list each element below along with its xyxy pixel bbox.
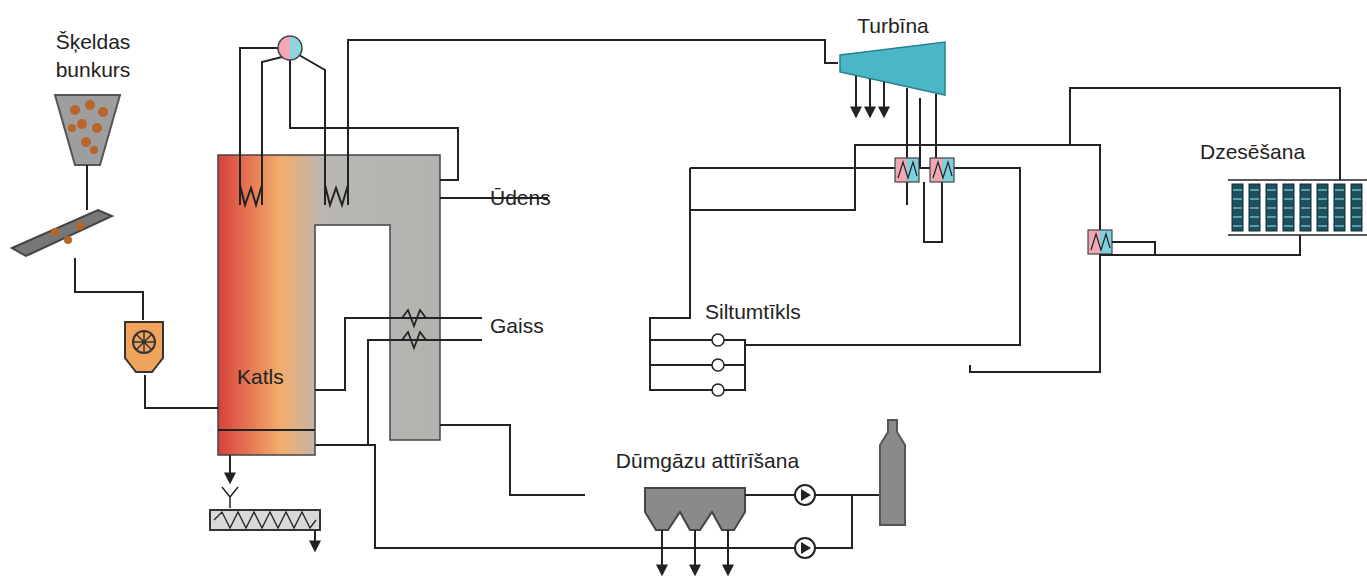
turbine-node: Turbīna [838,10,950,98]
ash-screw [210,510,320,530]
flue-line [745,494,795,496]
superheater-pipe [347,155,349,205]
air-line [368,340,482,445]
node-label: Siltumtīkls [705,298,865,326]
cooler-modules [1232,184,1362,231]
steam-drum [278,36,302,60]
wood-chips [68,100,108,154]
pipe-connector [348,40,838,155]
node-label: Dzesēšana [1200,138,1350,166]
ash-funnel [222,487,238,508]
pipe-connector [970,255,1195,372]
steam-pipe [299,55,325,205]
node-label: Dūmgāzu attīrīšana [585,447,830,475]
feed-line [75,258,143,320]
ash-arrow [314,530,316,550]
heating-network-node: Siltumtīkls [650,168,1020,365]
heat-exchanger [930,158,954,182]
feedwater-pipe [290,60,458,180]
cooling-loop [1195,235,1300,255]
air-line [315,318,482,390]
fan-symbol [795,485,815,505]
pipe-connector [145,375,218,408]
chip-hopper [55,95,120,165]
air-heater-coil [402,332,426,348]
pipe-connector [440,425,585,495]
consumer-lines [650,168,745,390]
riser-pipe [262,57,282,205]
flue-gas-node: Dūmgāzu attīrīšana [585,445,832,584]
stream-label: Gaiss [490,313,544,339]
chip-chute [86,165,88,210]
chip-conveyor [12,210,112,256]
heat-exchanger [1088,230,1112,254]
boiler-node: Katls [218,155,440,455]
air-heater-coil [402,310,426,326]
cooling-loop [1070,88,1340,180]
ash-arrow [229,455,231,482]
flue-line [815,494,882,496]
evaporator-coil [240,185,262,205]
filter-shape [645,488,745,530]
pipe-connector [919,98,921,168]
riser-pipe [240,48,278,205]
superheater-coil [325,185,348,205]
boiler-shape [218,155,440,455]
heating-loop [690,145,1100,230]
hopper-node: Šķeldas bunkurs [10,28,170,375]
node-label: Katls [237,363,317,391]
cooling-node: Dzesēšana [1195,130,1367,255]
stack-shape [880,420,905,525]
node-label: Turbīna [838,12,948,40]
node-label: Šķeldas bunkurs [43,28,143,84]
fan-symbol [795,538,815,558]
rotary-feeder [125,322,163,372]
stream-label: Ūdens [490,185,551,211]
flue-line [815,495,852,548]
heat-exchanger [895,158,919,182]
grate [218,429,315,431]
